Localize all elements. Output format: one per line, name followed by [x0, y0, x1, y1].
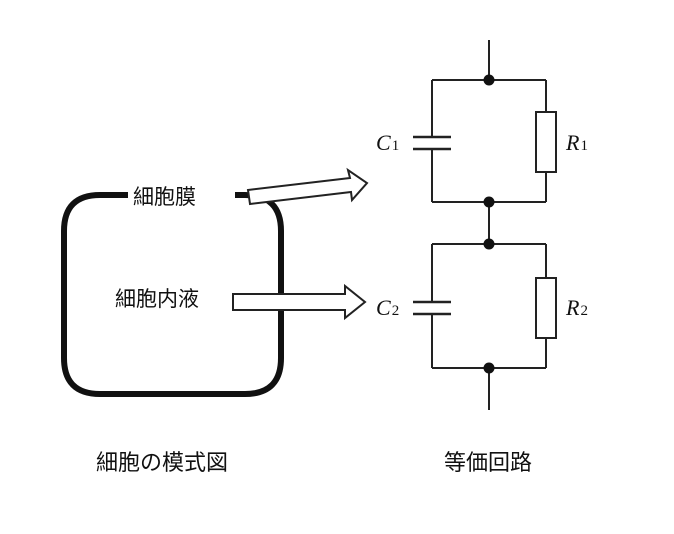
- circuit-caption: 等価回路: [444, 451, 532, 476]
- junction-dot-top: [483, 74, 495, 86]
- junction-dot-upper-bottom: [483, 196, 495, 208]
- c1-label: C1: [376, 130, 399, 155]
- c2-label: C2: [376, 295, 399, 320]
- fluid-label: 細胞内液: [115, 287, 199, 311]
- membrane-label: 細胞膜: [133, 185, 196, 209]
- upper-block-frame: [431, 79, 547, 203]
- junction-dot-lower-top: [483, 238, 495, 250]
- r2-resistor: [535, 277, 557, 339]
- lower-block-frame: [431, 243, 547, 369]
- cell-outline: [61, 192, 284, 397]
- membrane-arrow: [246, 167, 369, 206]
- r1-label: R1: [565, 130, 588, 155]
- c1-gap: [425, 136, 439, 150]
- r2-label: R2: [565, 295, 588, 320]
- c2-gap: [425, 301, 439, 315]
- fluid-label-mask: [110, 281, 232, 313]
- cell-caption: 細胞の模式図: [96, 451, 228, 476]
- fluid-arrow: [232, 283, 367, 321]
- junction-dot-bottom: [483, 362, 495, 374]
- r1-resistor: [535, 111, 557, 173]
